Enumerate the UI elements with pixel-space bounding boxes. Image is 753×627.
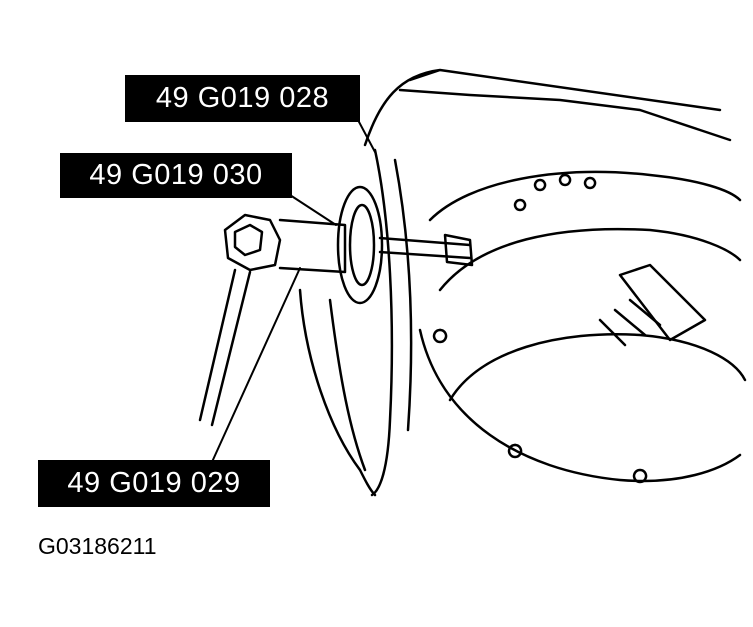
callout-text: 49 G019 030: [89, 159, 263, 191]
handle-head: [223, 213, 282, 272]
case-left-wall: [298, 288, 377, 497]
handle-arm: [198, 268, 252, 427]
handle-bolt-hex: [233, 223, 264, 257]
figure-id: G03186211: [38, 533, 157, 559]
bearing-bore: [448, 333, 747, 402]
callout-label-029: 49 G019 029: [38, 460, 270, 507]
callout-label-030: 49 G019 030: [60, 153, 292, 198]
leader-line-029: [211, 267, 301, 463]
case-outline: [363, 68, 722, 147]
side-plate-ribs: [598, 298, 662, 347]
housing-bell-inner: [438, 227, 742, 292]
callout-label-028: 49 G019 028: [125, 75, 360, 122]
case-flange: [370, 148, 394, 497]
housing-lower: [418, 328, 742, 483]
case-top-edge: [398, 88, 732, 142]
callout-text: 49 G019 028: [155, 82, 330, 114]
seal-installer-body: [278, 218, 347, 274]
callout-text: 49 G019 029: [67, 467, 241, 499]
bolt-row: [432, 173, 648, 484]
oil-seal: [336, 185, 384, 305]
leader-line-030: [289, 194, 337, 226]
shaft: [378, 236, 472, 260]
housing-bell: [428, 170, 742, 222]
case-left-wall-2: [328, 298, 367, 472]
shaft-end-clip: [443, 233, 474, 267]
oil-seal-inner: [348, 203, 376, 287]
leader-line-028: [357, 119, 376, 153]
case-flange-inner: [393, 158, 413, 432]
